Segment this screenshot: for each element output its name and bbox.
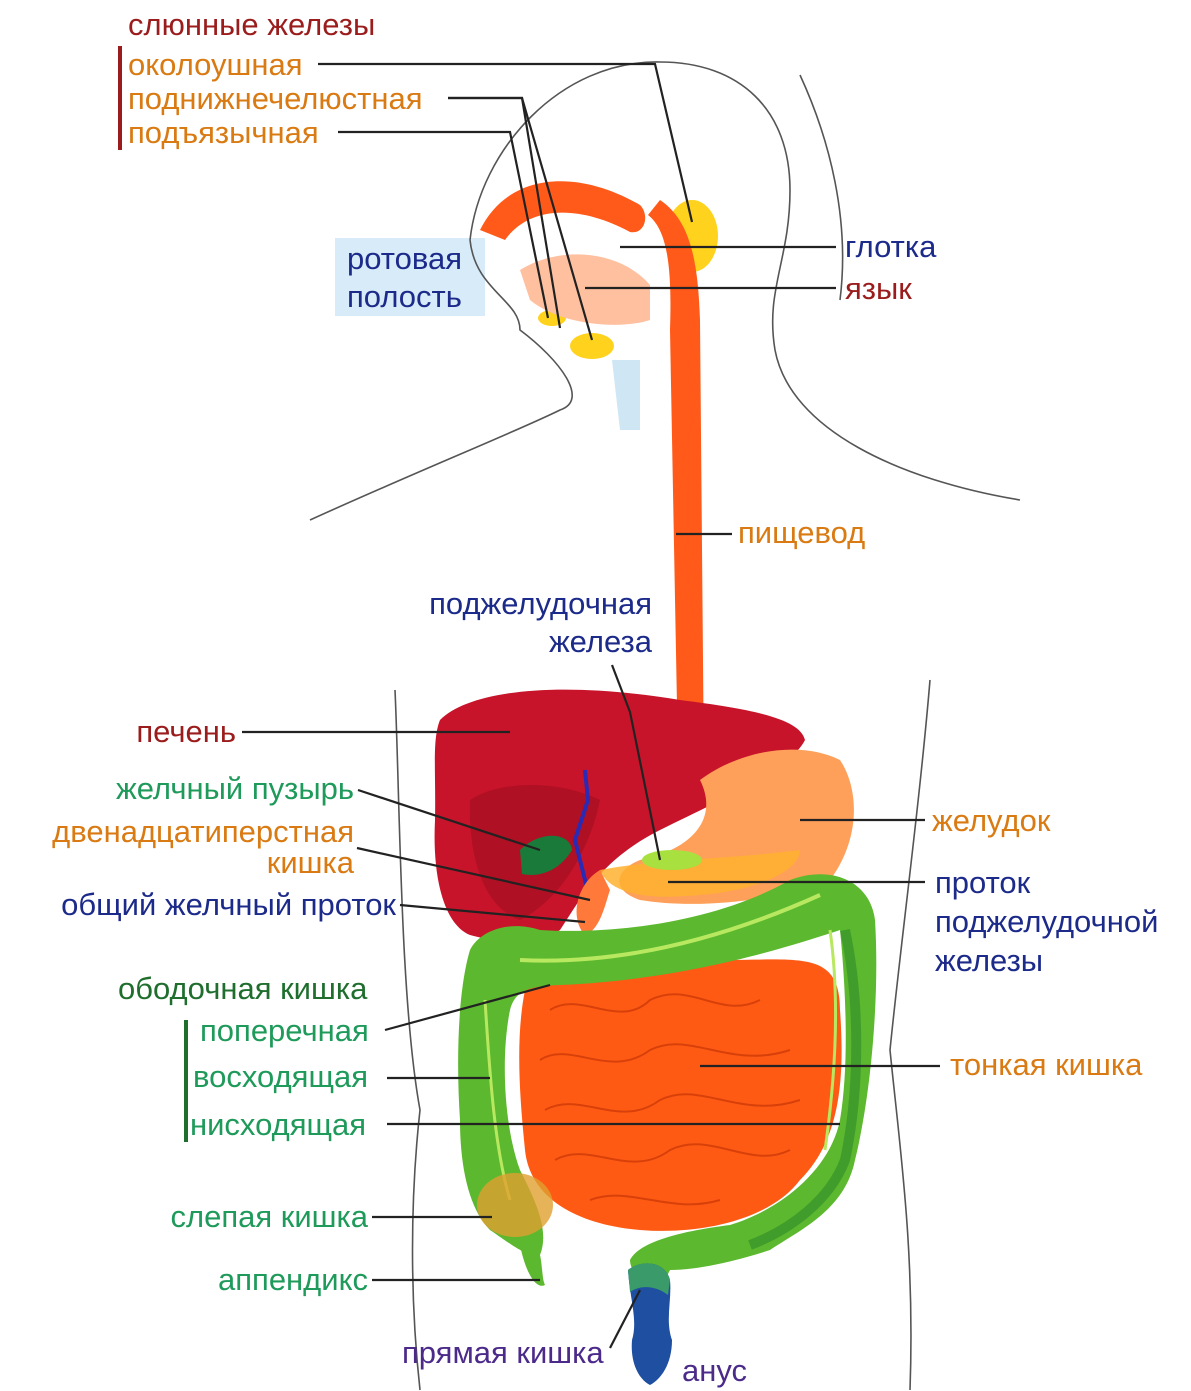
label-stomach: желудок [932,804,1050,838]
label-cecum: слепая кишка [100,1200,368,1234]
label-gallbladder: желчный пузырь [20,772,354,806]
label-transverse: поперечная [200,1014,369,1048]
label-duodenum-2: кишка [4,846,354,880]
label-anus: анус [682,1354,747,1388]
label-pancreatic-duct-3: железы [935,944,1043,978]
label-duodenum-1: двенадцатиперстная [4,815,354,849]
label-pancreas-2: железа [400,625,652,659]
label-tongue: язык [845,272,912,306]
label-pancreatic-duct-2: поджелудочной [935,905,1158,939]
label-rectum: прямая кишка [402,1336,604,1370]
label-esophagus: пищевод [738,516,865,550]
label-pancreas-1: поджелудочная [400,587,652,621]
label-salivary-glands: слюнные железы [128,8,375,42]
label-parotid: околоушная [128,48,303,82]
label-liver: печень [60,715,236,749]
label-sublingual: подъязычная [128,116,319,150]
label-descending: нисходящая [190,1108,366,1142]
label-pharynx: глотка [845,230,936,264]
label-oral-cavity-1: ротовая [347,242,462,276]
label-ascending: восходящая [193,1060,368,1094]
pancreas-head [642,850,702,870]
label-colon: ободочная кишка [118,972,367,1006]
esophagus-tube [648,200,704,775]
palate [480,181,645,240]
colon-bracket [184,1020,188,1142]
label-oral-cavity-2: полость [347,280,462,314]
salivary-bracket [118,46,122,150]
label-small-intestine: тонкая кишка [950,1048,1142,1082]
label-common-bile-duct: общий желчный проток [4,888,396,922]
cecum-shape [477,1173,553,1237]
label-appendix: аппендикс [100,1263,368,1297]
trachea [612,360,640,430]
label-submandibular: поднижнечелюстная [128,82,423,116]
label-pancreatic-duct-1: проток [935,866,1030,900]
